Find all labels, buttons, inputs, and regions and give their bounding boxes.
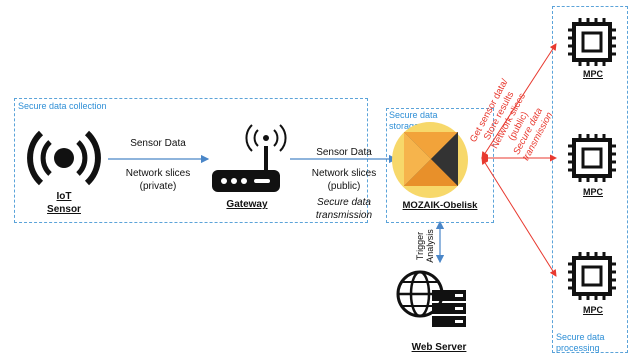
mozaik-obelisk-label: MOZAIK-Obelisk [402,200,478,211]
mpc-chip-icon [568,252,616,300]
collection-zone [14,98,368,223]
gateway-router-icon [212,124,287,192]
mpc-label-bottom: MPC [583,305,603,315]
mpc-label-top: MPC [583,69,603,79]
edge-label-network-slices-public: Network slices (public) [311,168,377,192]
iot-sensor-label-line1: IoT [56,191,72,202]
edge-label-sensor-data-1: Sensor Data [130,138,186,149]
arrow-mozaik-mpc-top [481,43,557,159]
edge-label-network-slices-private: Network slices (private) [125,168,191,192]
edge-label-secure-transmission: Secure data transmission [315,197,373,221]
gateway-label: Gateway [226,199,268,210]
edge-label-trigger-analysis: Trigger Analysis [415,229,435,263]
storage-zone-label: Secure data storage [389,110,438,131]
mpc-chip-icon [568,134,616,182]
mpc-label-mid: MPC [583,187,603,197]
iot-sensor-icon [27,130,101,186]
web-server-icon [396,270,466,327]
processing-zone-label: Secure data processing [556,332,605,353]
edge-label-sensor-data-2: Sensor Data [316,147,372,158]
web-server-label: Web Server [411,342,467,353]
collection-zone-label: Secure data collection [18,101,107,111]
arrow-mozaik-mpc-bottom [481,157,557,277]
mozaik-obelisk-logo [392,122,468,198]
iot-sensor-label-line2: Sensor [47,204,81,215]
mpc-chip-icon [568,18,616,66]
iot-sensor-label: IoT Sensor [44,190,84,216]
